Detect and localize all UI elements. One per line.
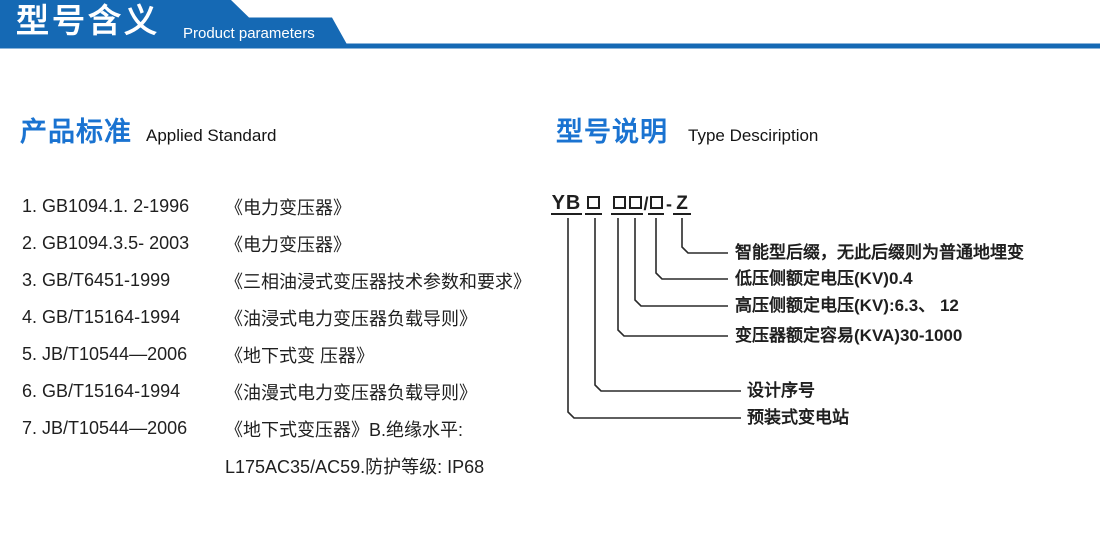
- connector-lines: [567, 218, 741, 419]
- model-code-diagram: YB / - Z 智能型后缀，无此后缀则为普通地埋变 低压侧额定电压(KV)0.…: [545, 185, 1100, 485]
- model-placeholder-box: [585, 194, 602, 215]
- header-banner-shape: [0, 0, 1100, 49]
- model-placeholder-box: [627, 194, 643, 215]
- model-prefix: YB: [551, 192, 582, 215]
- standard-title: 《三相油浸式变压器技术参数和要求》: [225, 271, 531, 292]
- model-placeholder-box: [611, 194, 627, 215]
- applied-standard-heading: 产品标准 Applied Standard: [20, 110, 276, 149]
- applied-standard-title-cn: 产品标准: [20, 117, 132, 147]
- standard-row: 1. GB1094.1. 2-1996 《电力变压器》: [22, 188, 562, 225]
- callout-low-voltage: 低压侧额定电压(KV)0.4: [735, 269, 913, 288]
- standard-row: 7. JB/T10544—2006 《地下式变压器》B.绝缘水平:: [22, 410, 562, 447]
- standard-code: 3. GB/T6451-1999: [22, 270, 171, 290]
- standard-title: 《油漫式电力变压器负载导则》: [225, 382, 477, 403]
- standard-row: 5. JB/T10544—2006 《地下式变 压器》: [22, 336, 562, 373]
- standard-row-continuation: L175AC35/AC59.防护等级: IP68: [22, 447, 562, 484]
- page-subtitle: Product parameters: [183, 25, 315, 42]
- callout-prefab-substation: 预装式变电站: [747, 408, 849, 427]
- standards-list: 1. GB1094.1. 2-1996 《电力变压器》 2. GB1094.3.…: [22, 188, 562, 484]
- standard-title: 《地下式变 压器》: [225, 345, 375, 366]
- standard-code: 7. JB/T10544—2006: [22, 418, 188, 438]
- model-suffix: Z: [673, 193, 691, 215]
- model-hyphen: -: [666, 194, 672, 214]
- callout-rated-capacity: 变压器额定容易(KVA)30-1000: [735, 326, 963, 345]
- standard-row: 4. GB/T15164-1994 《油浸式电力变压器负载导则》: [22, 299, 562, 336]
- model-placeholder-box: [648, 194, 664, 215]
- type-description-title-en: Type Desciription: [688, 126, 819, 145]
- placeholder-box-icon: [628, 196, 642, 209]
- standard-row: 6. GB/T15164-1994 《油漫式电力变压器负载导则》: [22, 373, 562, 410]
- applied-standard-title-en: Applied Standard: [146, 126, 277, 145]
- placeholder-box-icon: [649, 196, 663, 209]
- standard-code: 1. GB1094.1. 2-1996: [22, 196, 190, 216]
- standard-row: 3. GB/T6451-1999 《三相油浸式变压器技术参数和要求》: [22, 262, 562, 299]
- placeholder-box-icon: [612, 196, 626, 209]
- standard-title: 《油浸式电力变压器负载导则》: [225, 308, 477, 329]
- callout-design-serial: 设计序号: [747, 381, 815, 400]
- type-description-heading: 型号说明 Type Desciription: [556, 110, 818, 149]
- standard-code: 4. GB/T15164-1994: [22, 307, 181, 327]
- standard-title: 《电力变压器》: [225, 197, 351, 218]
- standard-code: 5. JB/T10544—2006: [22, 344, 188, 364]
- standard-code: 6. GB/T15164-1994: [22, 381, 181, 401]
- placeholder-box-icon: [587, 196, 600, 209]
- standard-title-continued: L175AC35/AC59.防护等级: IP68: [225, 456, 485, 477]
- standard-row: 2. GB1094.3.5- 2003 《电力变压器》: [22, 225, 562, 262]
- page-title: 型号含义: [16, 2, 160, 39]
- callout-smart-suffix: 智能型后缀，无此后缀则为普通地埋变: [735, 243, 1024, 262]
- model-slash: /: [643, 194, 649, 214]
- standard-title: 《电力变压器》: [225, 234, 351, 255]
- type-description-title-cn: 型号说明: [556, 117, 668, 147]
- standard-title: 《地下式变压器》B.绝缘水平:: [225, 419, 464, 440]
- callout-high-voltage: 高压侧额定电压(KV):6.3、 12: [735, 296, 959, 315]
- standard-code: 2. GB1094.3.5- 2003: [22, 233, 190, 253]
